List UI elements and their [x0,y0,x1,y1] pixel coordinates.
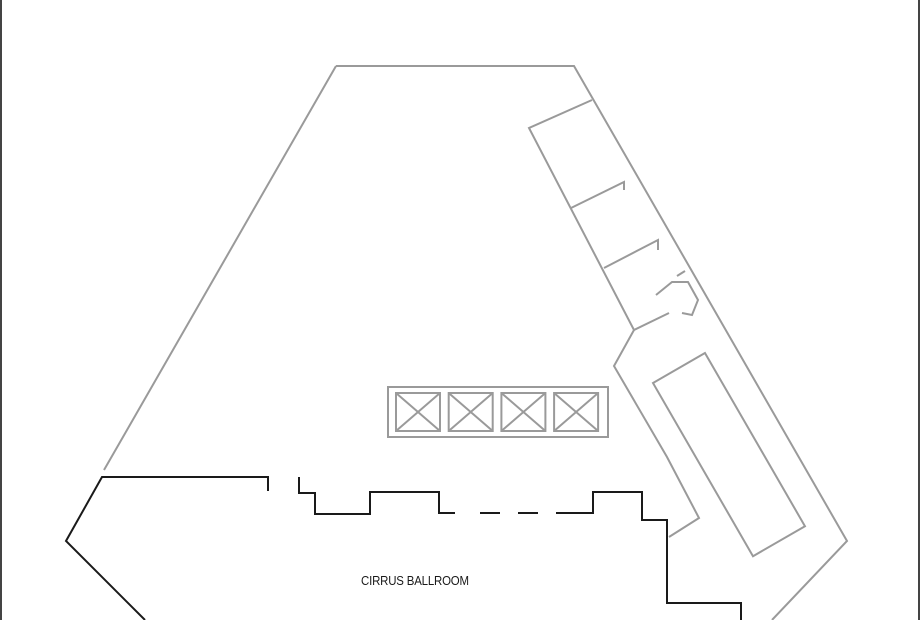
stair-tick [676,270,686,277]
building-outline [103,65,849,620]
elevator-bank-frame [387,386,609,438]
right-wing-rooms [527,99,807,558]
x-box-icon [448,392,494,432]
elevator-box [553,392,600,432]
ballroom-partition-left [298,477,455,515]
elevator-box [447,392,494,432]
elevator-box [395,392,441,432]
room-divider-3 [633,312,670,331]
ballroom-partition-right [576,491,742,620]
long-room [651,351,807,558]
elevator-bank [387,386,609,438]
x-box-icon [500,392,547,432]
elevator-box [500,392,547,432]
stair-shape [655,281,700,317]
ballroom-left-wall [64,476,269,620]
room-divider-2 [603,238,659,269]
ballroom-label: CIRRUS BALLROOM [361,573,469,588]
room-divider-1 [570,180,625,209]
x-box-icon [553,392,599,432]
elevator-boxes [395,392,600,432]
ballroom-walls [64,476,742,620]
corridor-wall [527,99,701,538]
x-box-icon [395,392,441,432]
